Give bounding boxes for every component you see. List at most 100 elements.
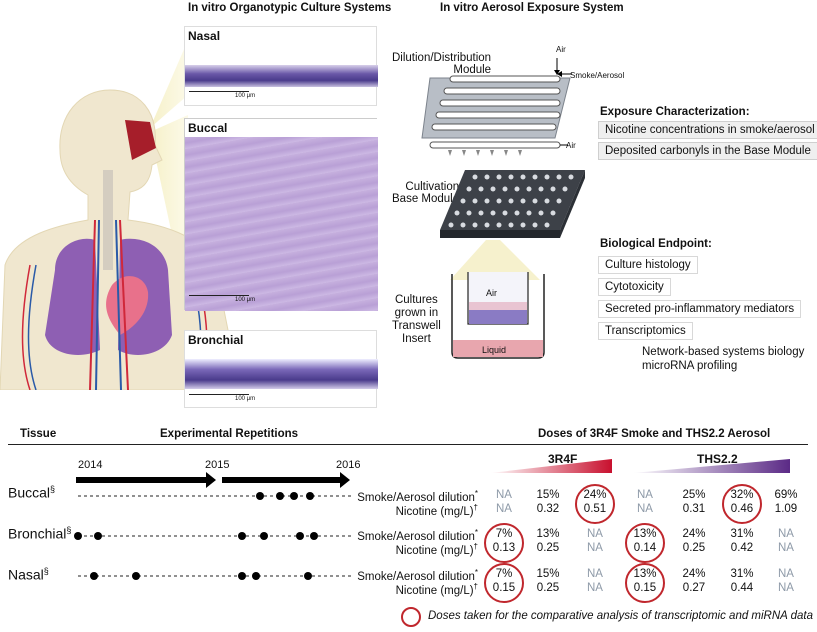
buccal-nicotine-label: Nicotine (mg/L)† xyxy=(395,503,478,518)
buccal-dilution-value-4: 25% xyxy=(682,489,706,501)
product-ths22-label: THS2.2 xyxy=(697,452,738,466)
bronchial-selected-dose-circle xyxy=(484,523,524,563)
bronchial-dilution-value-5: 31% xyxy=(730,528,754,540)
nasal-rep-5 xyxy=(304,572,312,580)
bronchial-rep-2 xyxy=(94,532,102,540)
trachea xyxy=(103,170,113,270)
air-side-label: Air xyxy=(566,141,576,150)
characterization-item-carbonyls: Deposited carbonyls in the Base Module xyxy=(598,142,817,160)
nasal-nicotine-value-4: 0.27 xyxy=(682,582,706,594)
nasal-beam xyxy=(150,40,188,128)
nasal-nicotine-value-2: NA xyxy=(587,582,603,594)
insert-air-label: Air xyxy=(486,288,497,298)
nasal-rep-1 xyxy=(90,572,98,580)
bronchial-rep-4 xyxy=(260,532,268,540)
endpoint-sub-analyses: Network-based systems biology microRNA p… xyxy=(642,346,805,372)
endpoint-histology: Culture histology xyxy=(598,256,698,274)
heart xyxy=(106,276,149,335)
air-top-label: Air xyxy=(556,45,566,54)
buccal-dilution-value-0: NA xyxy=(496,489,512,501)
nasal-dilution-value-5: 31% xyxy=(730,568,754,580)
buccal-dilution-value-6: 69% xyxy=(774,489,798,501)
nasal-nicotine-value-1: 0.25 xyxy=(536,582,560,594)
buccal-nicotine-value-0: NA xyxy=(496,503,512,515)
ths22-wedge xyxy=(632,459,790,473)
bronchial-dilution-value-4: 24% xyxy=(682,528,706,540)
nasal-scale-label: 100 μm xyxy=(235,93,256,99)
dilution-module-diagram xyxy=(421,58,572,156)
nasal-rep-4 xyxy=(252,572,260,580)
buccal-rep-2 xyxy=(276,492,284,500)
nasal-nicotine-value-5: 0.44 xyxy=(730,582,754,594)
buccal-nicotine-value-1: 0.32 xyxy=(536,503,560,515)
3r4f-wedge xyxy=(490,459,612,473)
buccal-selected-dose-circle xyxy=(575,484,615,524)
bronchial-nicotine-value-2: NA xyxy=(587,542,603,554)
endpoint-cytotoxicity: Cytotoxicity xyxy=(598,278,671,296)
nasal-rep-3 xyxy=(238,572,246,580)
endpoints-title: Biological Endpoint: xyxy=(600,238,712,250)
nasal-nicotine-label: Nicotine (mg/L)† xyxy=(395,582,478,597)
insert-liquid-label: Liquid xyxy=(482,345,507,355)
bronchial-scale-label: 100 μm xyxy=(235,396,256,402)
bronchial-nicotine-value-4: 0.25 xyxy=(682,542,706,554)
base-module-label: Cultivation Base Module xyxy=(392,181,460,205)
nasal-selected-dose-circle xyxy=(625,563,665,603)
repetitions-header: Experimental Repetitions xyxy=(160,428,299,440)
nasal-dilution-value-6: NA xyxy=(778,568,794,580)
bronchial-rep-3 xyxy=(238,532,246,540)
header-rule xyxy=(8,444,808,445)
bronchial-rep-1 xyxy=(74,532,82,540)
nasal-nicotine-value-6: NA xyxy=(778,582,794,594)
bronchial-nicotine-value-6: NA xyxy=(778,542,794,554)
bronchial-nicotine-label: Nicotine (mg/L)† xyxy=(395,542,478,557)
doses-header: Doses of 3R4F Smoke and THS2.2 Aerosol xyxy=(538,428,771,440)
endpoint-transcriptomics: Transcriptomics xyxy=(598,322,693,340)
nasal-dilution-value-1: 15% xyxy=(536,568,560,580)
bronchial-histology-image: 100 μm Bronchial xyxy=(184,330,378,408)
buccal-dilution-value-3: NA xyxy=(637,489,653,501)
dilution-module-label: Dilution/Distribution Module xyxy=(392,52,492,76)
nasal-dilution-value-4: 24% xyxy=(682,568,706,580)
buccal-nicotine-value-4: 0.31 xyxy=(682,503,706,515)
aerosol-header: In vitro Aerosol Exposure System xyxy=(440,2,624,14)
buccal-rep-4 xyxy=(306,492,314,500)
nasal-dilution-value-2: NA xyxy=(587,568,603,580)
base-module-plate xyxy=(440,170,585,238)
bronchial-nicotine-value-5: 0.42 xyxy=(730,542,754,554)
organotypic-header: In vitro Organotypic Culture Systems xyxy=(188,2,392,14)
nasal-dilution-label: Smoke/Aerosol dilution* xyxy=(357,568,478,583)
cultures-label: Cultures grown in Transwell Insert xyxy=(392,294,441,345)
bronchial-selected-dose-circle xyxy=(625,523,665,563)
nasal-rep-2 xyxy=(132,572,140,580)
bronchial-histology-label: Bronchial xyxy=(188,333,244,347)
tissue-bronchial: Bronchial§ xyxy=(8,525,72,542)
characterization-item-nicotine: Nicotine concentrations in smoke/aerosol xyxy=(598,121,817,139)
human-anatomy-figure xyxy=(0,40,241,390)
tissue-nasal: Nasal§ xyxy=(8,566,49,583)
smoke-aerosol-inlet-label: Smoke/Aerosol xyxy=(570,71,625,80)
legend-text: Doses taken for the comparative analysis… xyxy=(428,610,813,622)
buccal-scale-label: 100 μm xyxy=(235,297,256,303)
year-2015: 2015 xyxy=(205,459,230,471)
endpoint-mediators: Secreted pro-inflammatory mediators xyxy=(598,300,802,318)
timeline-arrows xyxy=(76,472,350,488)
nasal-oral-cavity xyxy=(125,120,156,160)
buccal-selected-dose-circle xyxy=(722,484,762,524)
tissue-header: Tissue xyxy=(20,428,57,440)
buccal-rep-1 xyxy=(256,492,264,500)
bronchial-rep-6 xyxy=(310,532,318,540)
buccal-histology-image: 100 μm Buccal xyxy=(184,118,378,311)
insert-beam xyxy=(450,240,540,280)
bronchial-dilution-value-2: NA xyxy=(587,528,603,540)
tissue-buccal: Buccal§ xyxy=(8,484,56,501)
year-2016: 2016 xyxy=(336,459,361,471)
buccal-dilution-label: Smoke/Aerosol dilution* xyxy=(357,489,478,504)
bronchial-dilution-label: Smoke/Aerosol dilution* xyxy=(357,528,478,543)
buccal-dilution-value-1: 15% xyxy=(536,489,560,501)
bronchial-rep-5 xyxy=(296,532,304,540)
legend-circle-icon xyxy=(401,607,421,627)
year-2014: 2014 xyxy=(78,459,103,471)
bronchial-dilution-value-6: NA xyxy=(778,528,794,540)
bronchial-nicotine-value-1: 0.25 xyxy=(536,542,560,554)
